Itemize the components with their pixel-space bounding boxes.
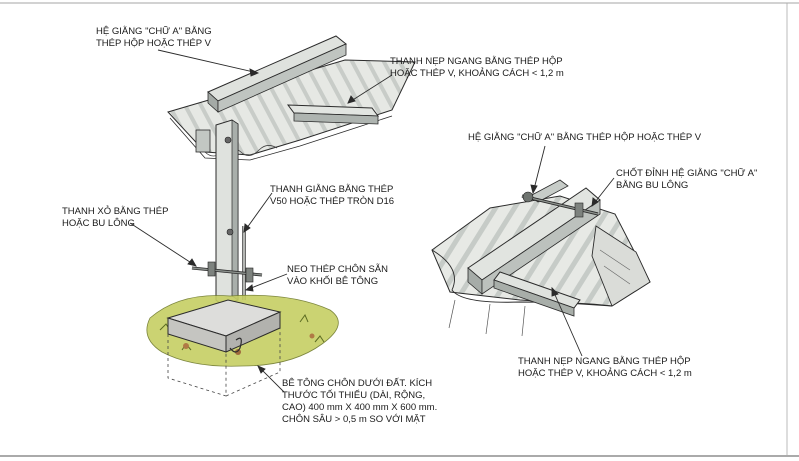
- label-line: CHÔN SÂU > 0,5 m SO VỚI MẶT: [282, 414, 426, 425]
- label-line: THANH XỎ BẰNG THÉP: [62, 206, 169, 217]
- label-left-anchor: NEO THÉP CHÔN SẴN VÀO KHỐI BÊ TÔNG: [287, 264, 388, 288]
- label-left-through-bolt: THANH XỎ BẰNG THÉP HOẶC BU LÔNG: [62, 206, 168, 230]
- label-right-batten: THANH NẸP NGANG BẰNG THÉP HỘP HOẶC THÉP …: [518, 356, 692, 380]
- label-line: CAO) 400 mm X 400 mm X 600 mm.: [282, 402, 438, 413]
- label-line: BÊ TÔNG CHÔN DƯỚI ĐẤT. KÍCH: [282, 378, 433, 389]
- right-ridge-bolt: [521, 191, 599, 218]
- left-leader-lines: [129, 49, 393, 393]
- label-line: BẰNG BU LÔNG: [616, 180, 689, 191]
- label-line: THANH GIẰNG BẰNG THÉP: [270, 184, 394, 195]
- left-batten-beam: [286, 104, 380, 125]
- label-left-batten: THANH NẸP NGANG BẰNG THÉP HỘP HOẶC THÉP …: [390, 56, 564, 80]
- label-left-tie-rod: THANH GIẰNG BẰNG THÉP V50 HOẶC THÉP TRÒN…: [270, 184, 394, 208]
- right-leader-lines: [530, 145, 615, 357]
- left-vertical-post: [195, 119, 239, 306]
- label-line: CHỐT ĐỈNH HỆ GIẰNG "CHỮ A": [616, 168, 758, 179]
- label-line: THANH NẸP NGANG BẰNG THÉP HỘP: [390, 56, 563, 67]
- label-line: HOẶC THÉP V, KHOẢNG CÁCH < 1,2 m: [390, 68, 564, 79]
- label-line: THANH NẸP NGANG BẰNG THÉP HỘP: [518, 356, 691, 367]
- label-line: VÀO KHỐI BÊ TÔNG: [287, 276, 379, 287]
- label-line: HOẶC BU LÔNG: [62, 218, 135, 229]
- label-line: THÉP HỘP HOẶC THÉP V: [96, 38, 211, 49]
- right-a-brace-beam: [467, 179, 601, 295]
- label-left-concrete-footing: BÊ TÔNG CHÔN DƯỚI ĐẤT. KÍCH THƯỚC TỐI TH…: [282, 378, 437, 426]
- label-line: THƯỚC TỐI THIỂU (DÀI, RỘNG,: [282, 390, 426, 401]
- right-roof-sheet: [431, 195, 651, 337]
- label-right-ridge-pin: CHỐT ĐỈNH HỆ GIẰNG "CHỮ A" BẰNG BU LÔNG: [616, 168, 757, 192]
- label-line: V50 HOẶC THÉP TRÒN D16: [270, 196, 395, 207]
- label-right-a-brace: HỆ GIẰNG "CHỮ A" BẰNG THÉP HỘP HOẶC THÉP…: [468, 132, 701, 144]
- label-line: HỆ GIẰNG "CHỮ A" BẰNG THÉP HỘP HOẶC THÉP…: [468, 132, 702, 143]
- label-line: HOẶC THÉP V, KHOẢNG CÁCH < 1,2 m: [518, 368, 692, 379]
- left-through-bolt: [191, 261, 263, 283]
- left-concrete-footing: [166, 299, 282, 397]
- label-line: HỆ GIẰNG "CHỮ A" BẰNG: [96, 26, 212, 37]
- label-left-a-brace: HỆ GIẰNG "CHỮ A" BẰNG THÉP HỘP HOẶC THÉP…: [96, 26, 212, 50]
- left-a-brace-beam: [207, 35, 347, 113]
- label-line: NEO THÉP CHÔN SẴN: [287, 264, 389, 275]
